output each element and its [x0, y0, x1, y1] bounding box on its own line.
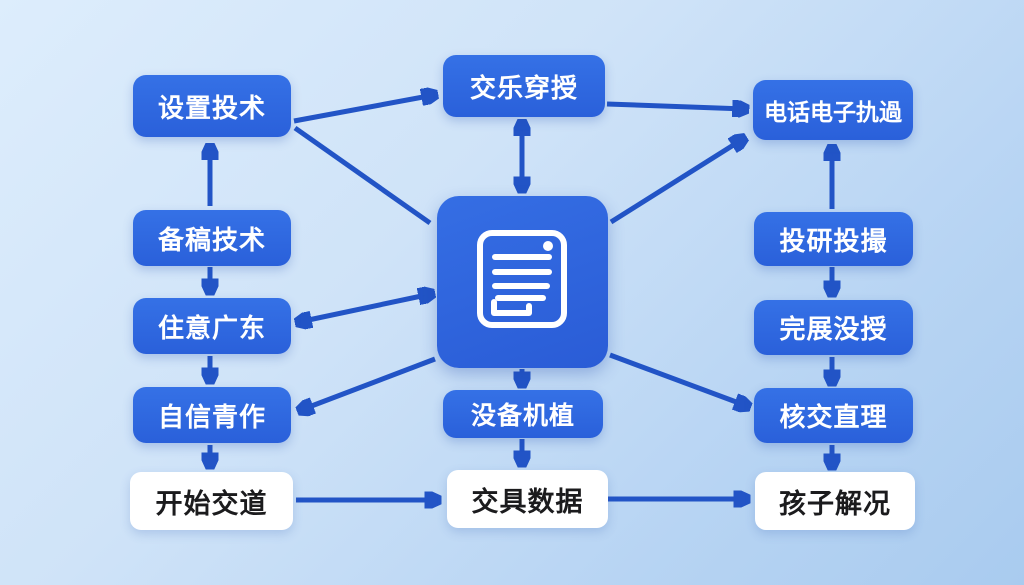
- node-top-right: 电话电子扏過: [753, 80, 913, 140]
- node-bottom-left: 开始交道: [130, 472, 293, 530]
- arrow-center-to-topright: [609, 139, 743, 225]
- center-hub-node: [437, 196, 608, 368]
- arrow-left3-center-double: [299, 294, 431, 322]
- line-topleft-to-center: [293, 125, 432, 226]
- node-bottom-right: 孩子解况: [755, 472, 915, 530]
- arrow-center-to-left4: [301, 356, 436, 410]
- document-icon: [477, 230, 567, 328]
- node-left-2: 备稿技术: [133, 210, 291, 266]
- arrow-center-to-right4: [609, 352, 747, 406]
- node-left-3: 住意广东: [133, 298, 291, 354]
- arrow-topleft-to-topcenter: [293, 95, 434, 124]
- node-top-center: 交乐穿授: [443, 55, 605, 117]
- node-center-bottom: 没备机植: [443, 390, 603, 438]
- node-left-4: 自信青作: [133, 387, 291, 443]
- node-right-4: 核交直理: [754, 388, 913, 443]
- node-bottom-center: 交具数据: [447, 470, 608, 528]
- node-right-3: 完展没授: [754, 300, 913, 355]
- arrow-topcenter-to-topright: [606, 104, 745, 109]
- node-top-left: 设置投术: [133, 75, 291, 137]
- node-right-2: 投研投撮: [754, 212, 913, 266]
